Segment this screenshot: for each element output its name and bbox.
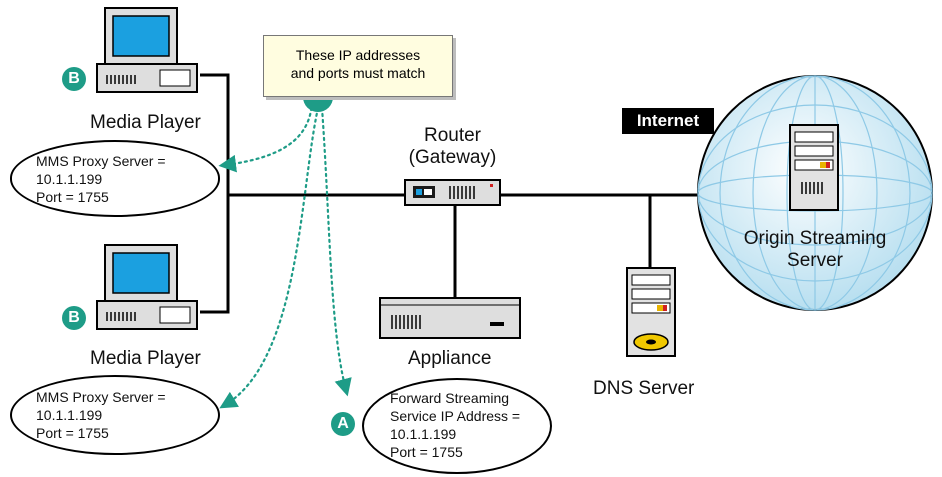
internet-label: Internet (622, 108, 714, 134)
bubble-bottom-line-2: 10.1.1.199 (36, 407, 103, 423)
router-label-line-1: Router (423, 125, 482, 146)
origin-server-label: Origin Streaming Server (740, 228, 890, 272)
media-player-bottom-label: Media Player (90, 348, 201, 369)
bubble-top-line-1: MMS Proxy Server = (36, 153, 166, 169)
match-callout: These IP addresses and ports must match (263, 35, 453, 97)
bubble-top-line-2: 10.1.1.199 (36, 171, 103, 187)
bubble-top-line-3: Port = 1755 (36, 189, 109, 205)
origin-server-icon (789, 124, 839, 211)
appliance-label: Appliance (408, 348, 492, 369)
badge-b-top: B (62, 67, 86, 91)
dns-server-label: DNS Server (593, 378, 695, 399)
origin-label-line-2: Server (787, 250, 843, 271)
proxy-config-bubble-top: MMS Proxy Server = 10.1.1.199 Port = 175… (10, 140, 220, 217)
router-label-line-2: (Gateway) (408, 147, 497, 168)
bubble-bottom-line-3: Port = 1755 (36, 425, 109, 441)
callout-line-1: These IP addresses (295, 47, 421, 63)
callout-line-2: and ports must match (290, 65, 426, 81)
appliance-bubble-line-3: 10.1.1.199 (390, 426, 457, 442)
badge-b-bottom: B (62, 306, 86, 330)
router-label: Router (Gateway) (395, 125, 510, 169)
origin-label-line-1: Origin Streaming (743, 228, 887, 249)
proxy-config-bubble-bottom: MMS Proxy Server = 10.1.1.199 Port = 175… (10, 375, 220, 455)
bubble-bottom-line-1: MMS Proxy Server = (36, 389, 166, 405)
forward-streaming-bubble: Forward Streaming Service IP Address = 1… (362, 378, 552, 474)
appliance-bubble-line-2: Service IP Address = (390, 408, 521, 424)
computer-bottom-icon (96, 244, 198, 330)
media-player-top-label: Media Player (90, 112, 201, 133)
callout-arrows (218, 100, 352, 409)
badge-a-appliance: A (331, 412, 355, 436)
callout-anchor (303, 97, 333, 112)
appliance-icon (379, 297, 521, 339)
dns-server-icon (626, 267, 676, 357)
appliance-bubble-line-4: Port = 1755 (390, 444, 463, 460)
appliance-bubble-line-1: Forward Streaming (390, 390, 510, 406)
computer-top-icon (96, 7, 198, 93)
router-icon (404, 179, 501, 206)
